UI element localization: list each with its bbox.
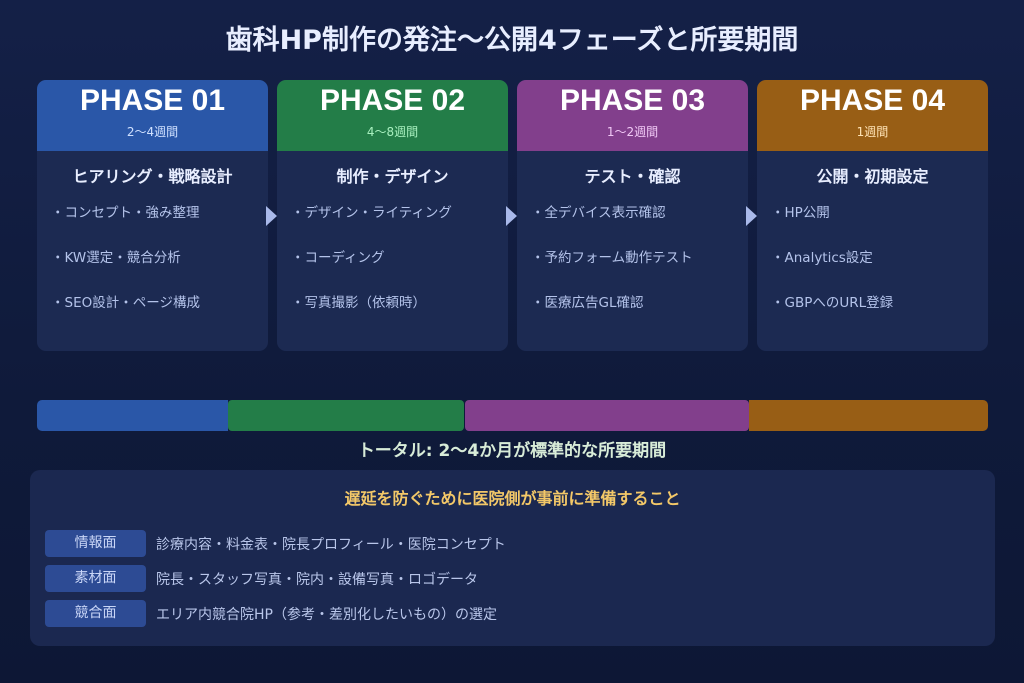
timeline-segment-04 <box>749 400 988 431</box>
phase-label: PHASE 01 <box>79 84 226 117</box>
timeline-segment-02 <box>228 400 464 431</box>
phase-task: ・HP公開 <box>771 205 830 221</box>
phase-duration: 4〜8週間 <box>366 125 419 139</box>
timeline-segment-03 <box>465 400 749 431</box>
phase-task: ・写真撮影（依頼時） <box>291 295 426 311</box>
total-duration-label: トータル: 2〜4か月が標準的な所要期間 <box>357 441 667 461</box>
phase-card-02: PHASE 02 4〜8週間 制作・デザイン ・デザイン・ライティング ・コーデ… <box>277 80 508 351</box>
phase-task: ・全デバイス表示確認 <box>531 205 666 221</box>
preparation-text: 院長・スタッフ写真・院内・設備写真・ロゴデータ <box>156 571 478 588</box>
category-badge: 情報面 <box>45 530 146 557</box>
preparation-row: 素材面 院長・スタッフ写真・院内・設備写真・ロゴデータ <box>45 565 478 592</box>
category-badge: 素材面 <box>45 565 146 592</box>
page-title: 歯科HP制作の発注〜公開4フェーズと所要期間 <box>225 25 799 56</box>
phase-task-list: ・HP公開 ・Analytics設定 ・GBPへのURL登録 <box>757 201 988 336</box>
phase-task-list: ・デザイン・ライティング ・コーディング ・写真撮影（依頼時） <box>277 201 508 336</box>
phase-duration: 2〜4週間 <box>126 125 179 139</box>
preparation-text: エリア内競合院HP（参考・差別化したいもの）の選定 <box>156 606 497 623</box>
phase-label: PHASE 03 <box>559 84 706 117</box>
arrow-right-icon <box>746 206 757 226</box>
phase-name: ヒアリング・戦略設計 <box>72 167 233 186</box>
preparation-row: 情報面 診療内容・料金表・院長プロフィール・医院コンセプト <box>45 530 506 557</box>
category-badge: 競合面 <box>45 600 146 627</box>
phase-name: 制作・デザイン <box>336 167 449 186</box>
phase-header: PHASE 03 1〜2週間 <box>517 80 748 151</box>
preparation-panel: 遅延を防ぐために医院側が事前に準備すること 情報面 診療内容・料金表・院長プロフ… <box>30 470 995 646</box>
phase-task: ・医療広告GL確認 <box>531 295 644 311</box>
phase-header: PHASE 04 1週間 <box>757 80 988 151</box>
preparation-text: 診療内容・料金表・院長プロフィール・医院コンセプト <box>156 536 506 553</box>
phase-task: ・コンセプト・強み整理 <box>51 205 200 221</box>
phase-task: ・GBPへのURL登録 <box>771 295 894 311</box>
phase-name: 公開・初期設定 <box>816 167 929 186</box>
phase-task-list: ・コンセプト・強み整理 ・KW選定・競合分析 ・SEO設計・ページ構成 <box>37 201 268 336</box>
arrow-right-icon <box>506 206 517 226</box>
phase-task: ・デザイン・ライティング <box>291 205 452 221</box>
phase-header: PHASE 01 2〜4週間 <box>37 80 268 151</box>
phase-task: ・SEO設計・ページ構成 <box>51 295 200 311</box>
phase-name: テスト・確認 <box>584 167 681 186</box>
phase-duration: 1〜2週間 <box>606 125 659 139</box>
preparation-title: 遅延を防ぐために医院側が事前に準備すること <box>344 489 681 508</box>
arrow-right-icon <box>266 206 277 226</box>
phase-task: ・Analytics設定 <box>771 250 873 266</box>
timeline-segment-01 <box>37 400 228 431</box>
phase-label: PHASE 04 <box>799 84 946 117</box>
phase-duration: 1週間 <box>856 125 889 139</box>
phase-header: PHASE 02 4〜8週間 <box>277 80 508 151</box>
phase-label: PHASE 02 <box>319 84 466 117</box>
phase-task-list: ・全デバイス表示確認 ・予約フォーム動作テスト ・医療広告GL確認 <box>517 201 748 336</box>
phase-card-03: PHASE 03 1〜2週間 テスト・確認 ・全デバイス表示確認 ・予約フォーム… <box>517 80 748 351</box>
phase-task: ・コーディング <box>291 250 385 266</box>
phase-task: ・予約フォーム動作テスト <box>531 250 693 266</box>
preparation-row: 競合面 エリア内競合院HP（参考・差別化したいもの）の選定 <box>45 600 497 627</box>
phase-task: ・KW選定・競合分析 <box>51 250 181 266</box>
phase-card-01: PHASE 01 2〜4週間 ヒアリング・戦略設計 ・コンセプト・強み整理 ・K… <box>37 80 268 351</box>
phase-card-04: PHASE 04 1週間 公開・初期設定 ・HP公開 ・Analytics設定 … <box>757 80 988 351</box>
